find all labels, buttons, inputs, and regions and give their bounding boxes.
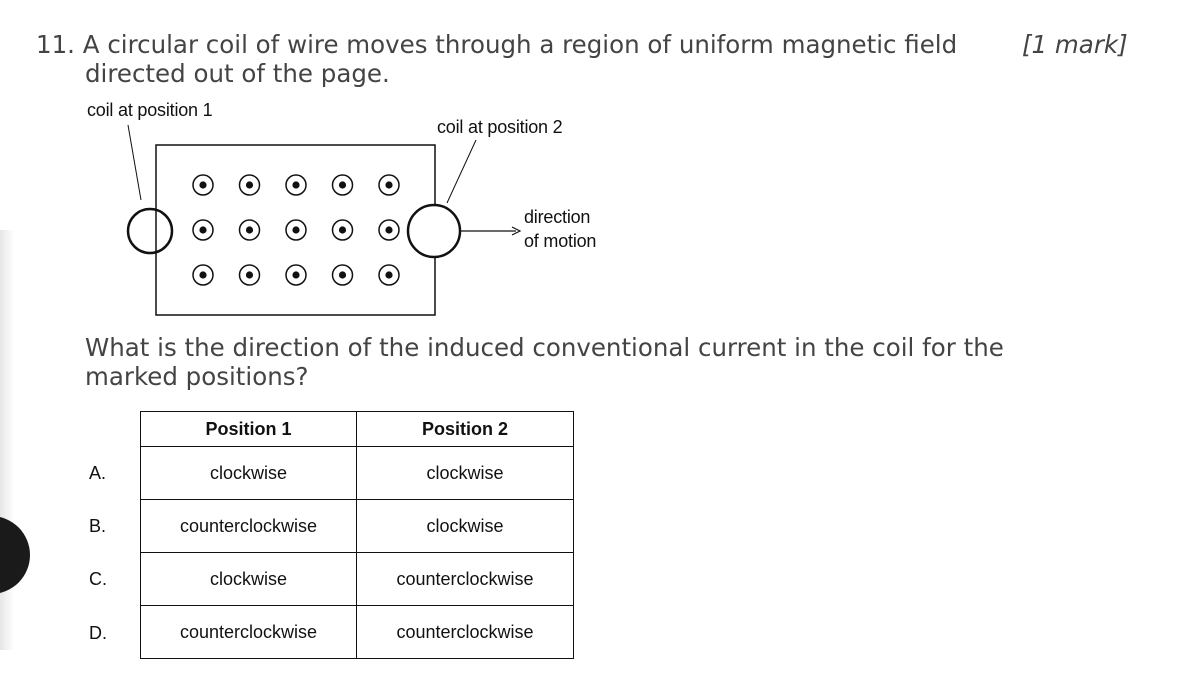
field-out-of-page-icon — [331, 174, 354, 196]
coil-position-1 — [126, 207, 174, 255]
option-d-position-1: counterclockwise — [140, 605, 357, 659]
table-header-row: Position 1 Position 2 — [140, 411, 574, 447]
option-b-position-2: clockwise — [356, 499, 574, 553]
field-out-of-page-icon — [378, 174, 400, 196]
field-dot-grid — [192, 174, 400, 286]
label-direction: direction — [524, 207, 591, 227]
header-position-2: Position 2 — [356, 411, 574, 447]
option-letter-b[interactable]: B. — [89, 516, 107, 536]
leader-line-position-2 — [446, 139, 477, 204]
field-out-of-page-icon — [192, 264, 214, 286]
mark-allocation: [1 mark] — [1022, 30, 1128, 59]
option-letter-d[interactable]: D. — [89, 623, 107, 643]
field-out-of-page-icon — [192, 174, 214, 196]
answer-table: Position 1 Position 2 clockwise clockwis… — [140, 411, 574, 659]
field-out-of-page-icon — [285, 219, 307, 241]
prompt-text: What is the direction of the induced con… — [85, 333, 1065, 391]
question-line-2: directed out of the page. — [85, 59, 390, 88]
prompt-line-2: marked positions? — [85, 362, 309, 391]
table-row: clockwise counterclockwise — [140, 552, 574, 606]
option-c-position-2: counterclockwise — [356, 552, 574, 606]
option-letter-c[interactable]: C. — [89, 569, 107, 589]
field-out-of-page-icon — [378, 264, 400, 286]
label-coil-position-1: coil at position 1 — [87, 100, 213, 120]
field-out-of-page-icon — [378, 219, 400, 241]
option-letter-a[interactable]: A. — [89, 463, 107, 483]
leader-line-position-1 — [127, 124, 142, 201]
label-coil-position-2: coil at position 2 — [437, 117, 563, 137]
option-a-position-1: clockwise — [140, 446, 357, 500]
motion-arrow-head-icon — [511, 226, 522, 236]
option-b-position-1: counterclockwise — [140, 499, 357, 553]
field-out-of-page-icon — [285, 264, 307, 286]
field-out-of-page-icon — [331, 219, 354, 241]
option-d-position-2: counterclockwise — [356, 605, 574, 659]
option-a-position-2: clockwise — [356, 446, 574, 500]
table-row: clockwise clockwise — [140, 446, 574, 500]
question-number: 11. — [36, 30, 75, 59]
table-row: counterclockwise clockwise — [140, 499, 574, 553]
field-out-of-page-icon — [285, 174, 307, 196]
field-out-of-page-icon — [238, 264, 261, 286]
field-out-of-page-icon — [238, 219, 261, 241]
table-row: counterclockwise counterclockwise — [140, 605, 574, 659]
field-out-of-page-icon — [238, 174, 261, 196]
field-out-of-page-icon — [192, 219, 214, 241]
question-text: 11. A circular coil of wire moves throug… — [36, 30, 996, 88]
option-c-position-1: clockwise — [140, 552, 357, 606]
header-position-1: Position 1 — [140, 411, 357, 447]
prompt-line-1: What is the direction of the induced con… — [85, 333, 1004, 362]
field-out-of-page-icon — [331, 264, 354, 286]
question-line-1-text: A circular coil of wire moves through a … — [82, 30, 958, 59]
coil-position-2 — [406, 203, 462, 259]
label-of-motion: of motion — [524, 231, 597, 251]
question-line-1: 11. A circular coil of wire moves throug… — [36, 30, 996, 59]
